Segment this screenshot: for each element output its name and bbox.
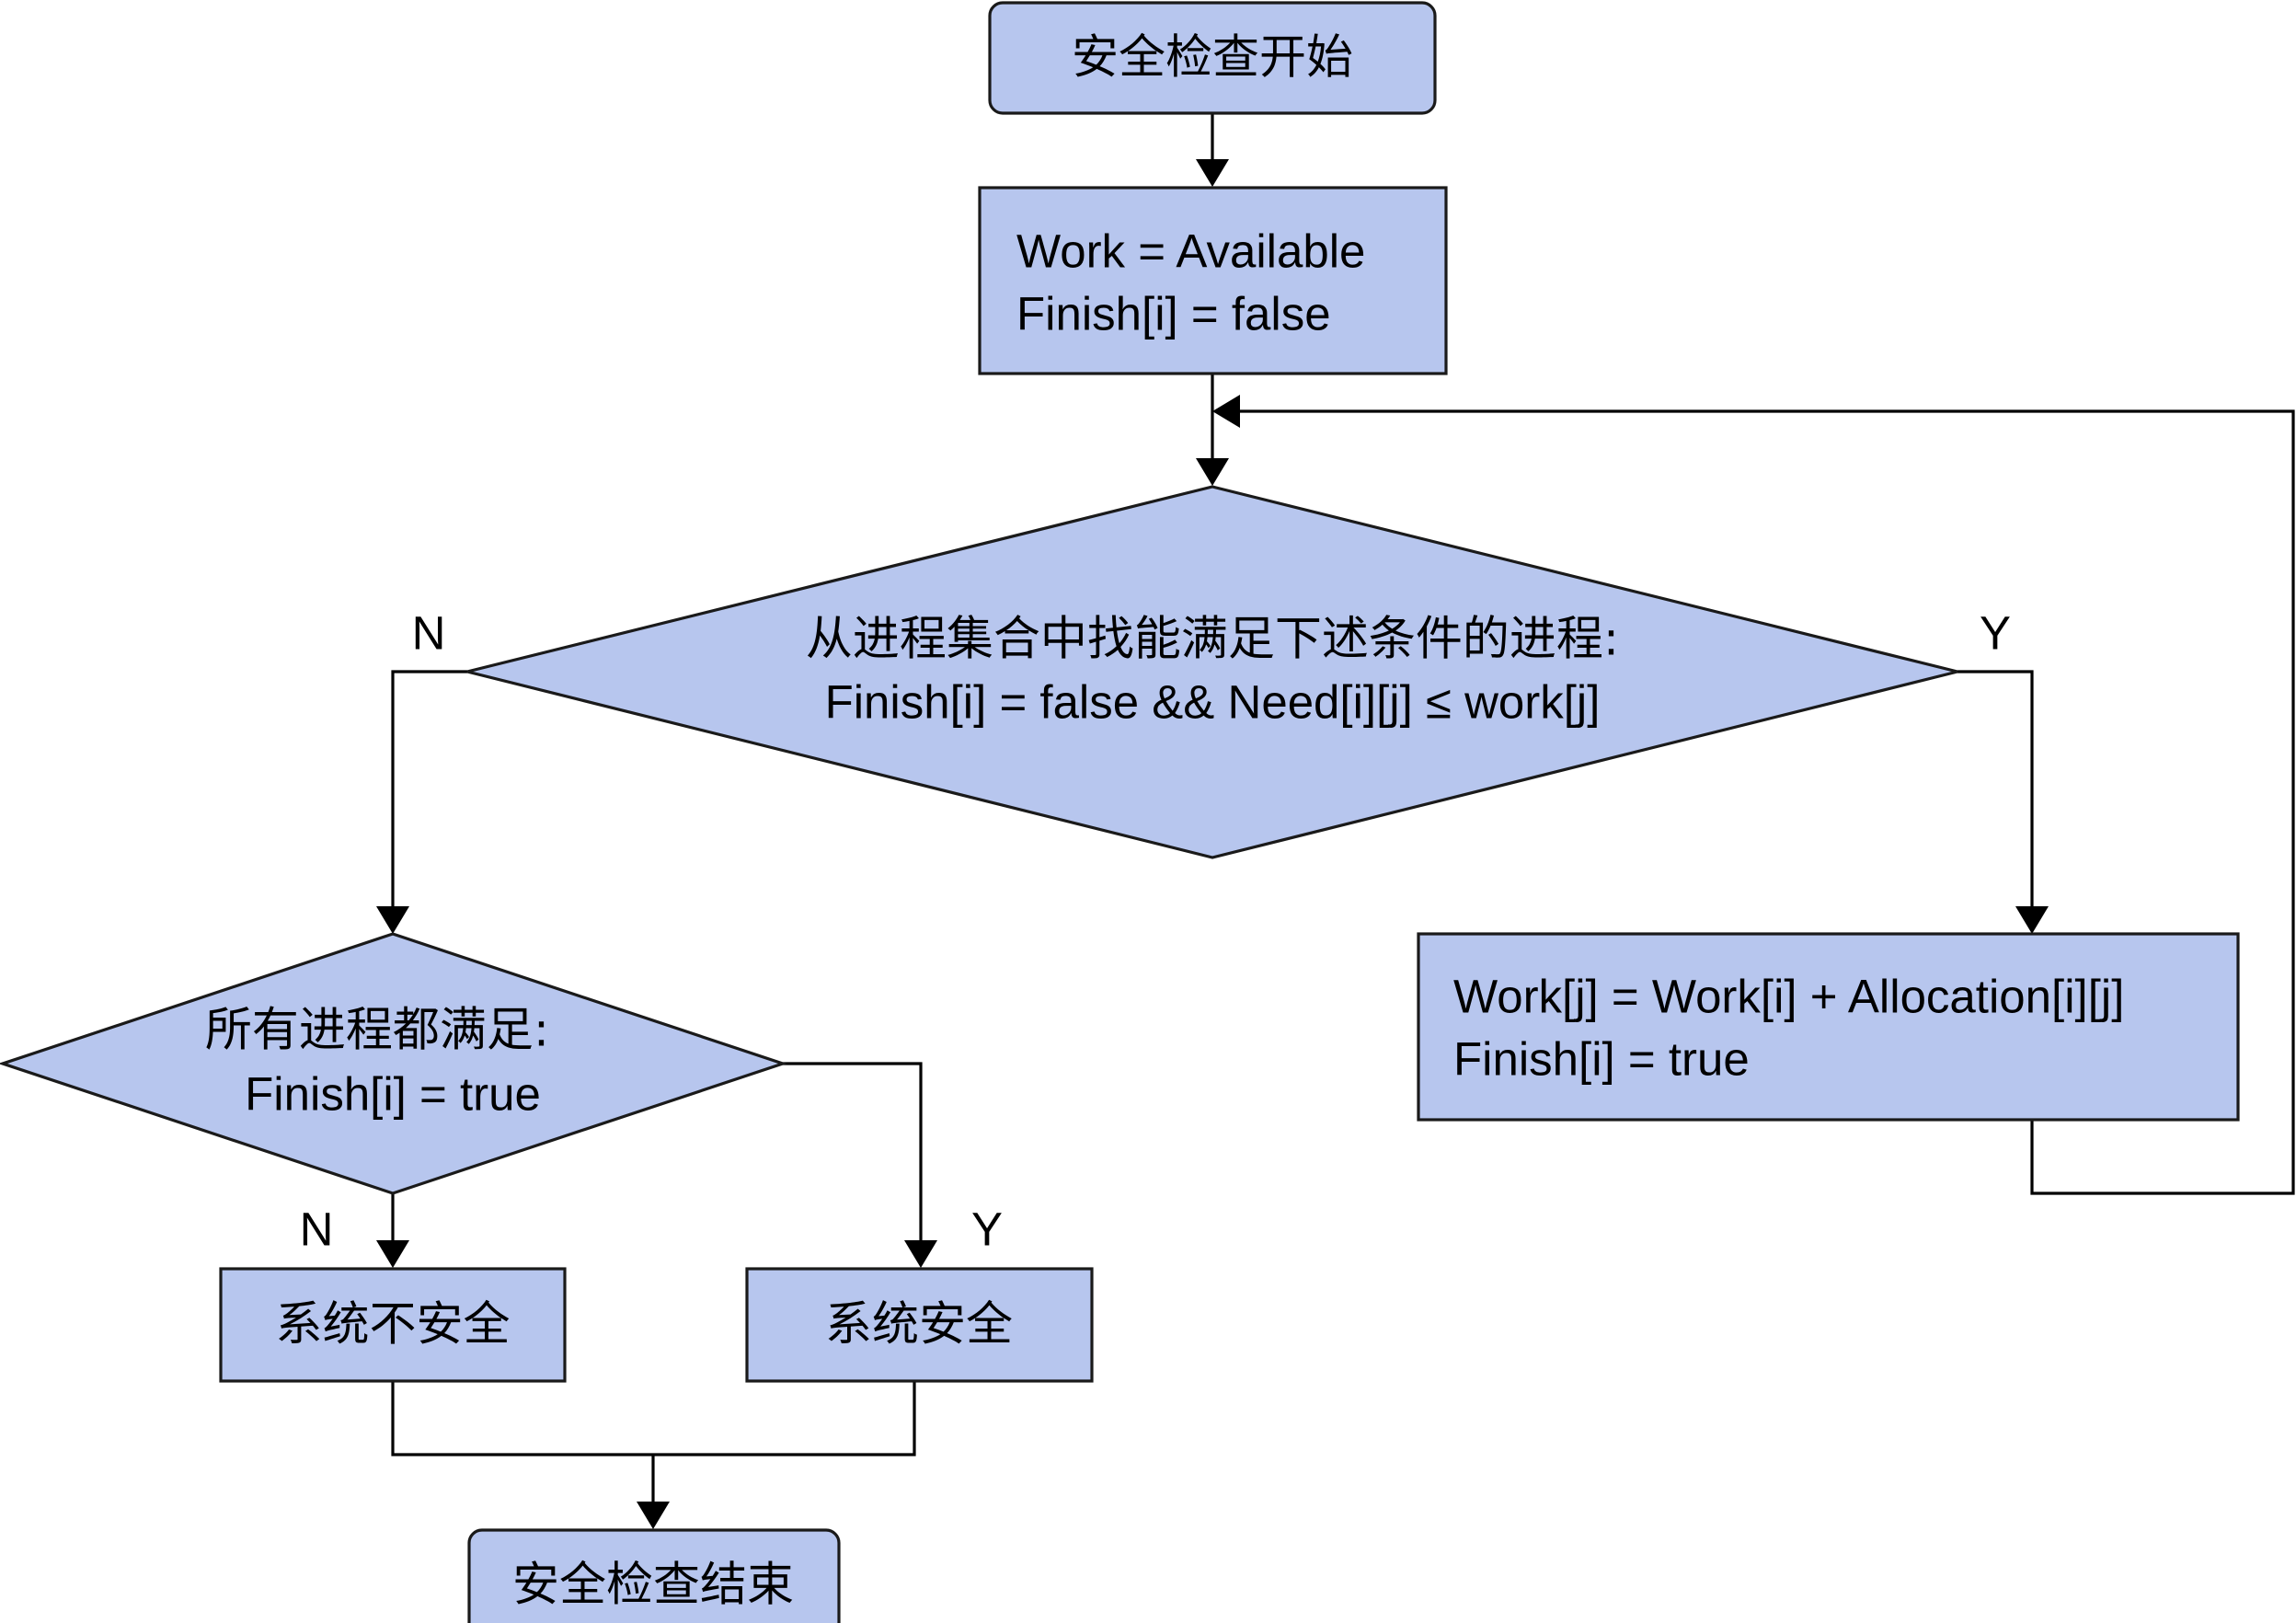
node-all-done-line-2: Finish[i] = true [245, 1068, 541, 1121]
node-find: 从进程集合中找能满足下述条件的进程: Finish[i] = false && … [466, 485, 1958, 859]
node-update-shape [1417, 932, 2240, 1122]
node-init: Work = Available Finish[i] = false [978, 186, 1448, 375]
node-find-shape [466, 485, 1958, 859]
edge-unsafe-to-merge [391, 1381, 916, 1456]
arrowhead-init-to-find [1196, 458, 1229, 486]
node-all-done-line-1: 所有进程都满足: [205, 1004, 549, 1058]
arrowhead-start-to-init [1196, 159, 1229, 187]
node-unsafe-label: 系统不安全 [275, 1298, 510, 1352]
node-safe: 系统安全 [745, 1267, 1094, 1383]
edge-find-yes [1957, 670, 2034, 911]
arrowhead-all-done-no [376, 1240, 409, 1268]
edge-all-done-yes [783, 1062, 923, 1245]
arrowhead-update-loop-back [1212, 395, 1240, 428]
edges [376, 113, 2295, 1529]
node-start-shape [988, 1, 1437, 115]
arrowhead-find-yes [2015, 906, 2049, 934]
node-init-shape [978, 186, 1448, 375]
node-find-line-1: 从进程集合中找能满足下述条件的进程: [806, 613, 1619, 667]
node-safe-shape [745, 1267, 1094, 1383]
edge-find-no [391, 670, 467, 911]
node-init-line-1: Work = Available [1016, 225, 1365, 278]
branch-label-find-yes: Y [1980, 607, 2011, 660]
node-update: Work[j] = Work[i] + Allocation[i][j] Fin… [1417, 932, 2240, 1122]
branch-label-find-no: N [412, 607, 446, 660]
branch-labels: N Y N Y [300, 607, 2011, 1256]
edge-update-loop-back [1235, 409, 2295, 1195]
node-unsafe: 系统不安全 [219, 1267, 567, 1383]
node-end-shape [467, 1528, 841, 1623]
node-end-label: 安全检查结束 [512, 1559, 794, 1613]
node-update-line-1: Work[j] = Work[i] + Allocation[i][j] [1453, 971, 2124, 1023]
node-safe-label: 系统安全 [825, 1298, 1013, 1352]
node-all-done: 所有进程都满足: Finish[i] = true [0, 932, 788, 1195]
branch-label-all-done-no: N [300, 1203, 334, 1256]
node-end: 安全检查结束 [467, 1528, 841, 1623]
arrowhead-find-no [376, 906, 409, 934]
node-update-line-2: Finish[i] = true [1453, 1033, 1750, 1086]
node-all-done-shape [0, 932, 788, 1195]
node-init-line-2: Finish[i] = false [1016, 288, 1331, 340]
arrowhead-all-done-yes [904, 1240, 937, 1268]
node-start: 安全检查开始 [988, 1, 1437, 115]
node-start-label: 安全检查开始 [1072, 31, 1353, 86]
node-find-line-2: Finish[i] = false && Need[i][j] ≤ work[j… [825, 676, 1601, 729]
branch-label-all-done-yes: Y [971, 1203, 1003, 1256]
node-unsafe-shape [219, 1267, 567, 1383]
arrowhead-merge-to-end [637, 1502, 670, 1529]
